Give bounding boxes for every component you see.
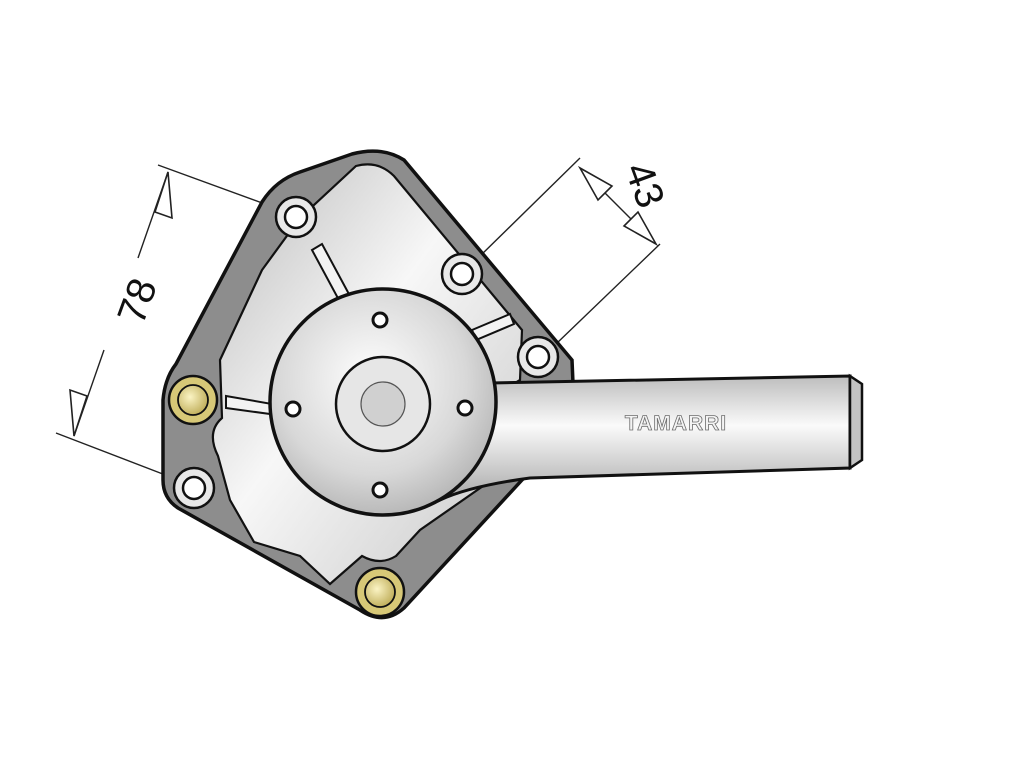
- brand-logo: TAMARRI: [625, 412, 727, 435]
- extension-line-lower: [555, 243, 661, 345]
- arrowhead-up-icon: [153, 171, 173, 220]
- mount-hole-upper-right: [440, 252, 484, 296]
- mount-hole-lower-left: [172, 466, 216, 510]
- dimension-43-label: 43: [616, 157, 673, 214]
- shaft-housing: [438, 374, 852, 503]
- hub-bore: [360, 381, 406, 427]
- dimension-78: [55, 164, 277, 477]
- brass-stud-bottom: [354, 566, 406, 618]
- brass-studs: [167, 374, 406, 618]
- casting-ribs: [225, 242, 516, 416]
- mounting-holes: [172, 195, 560, 510]
- hub-hole-top: [371, 311, 389, 329]
- arrowhead-upper-icon: [577, 165, 614, 202]
- arrowhead-down-icon: [69, 388, 89, 437]
- arrowhead-lower-icon: [622, 210, 659, 247]
- dimension-43: [477, 157, 661, 345]
- hub-bolt-holes: [284, 311, 474, 499]
- shaft-end: [848, 373, 864, 471]
- dimension-78-label: 78: [109, 273, 166, 330]
- extension-line-upper: [477, 157, 581, 259]
- hub-hole-left: [284, 400, 302, 418]
- brass-stud-left: [167, 374, 219, 426]
- mount-hole-right: [516, 335, 560, 379]
- mount-hole-top: [274, 195, 318, 239]
- extension-line-bottom: [55, 432, 169, 477]
- extension-line-top: [157, 164, 277, 209]
- hub-hole-right: [456, 399, 474, 417]
- hub-hole-bottom: [371, 481, 389, 499]
